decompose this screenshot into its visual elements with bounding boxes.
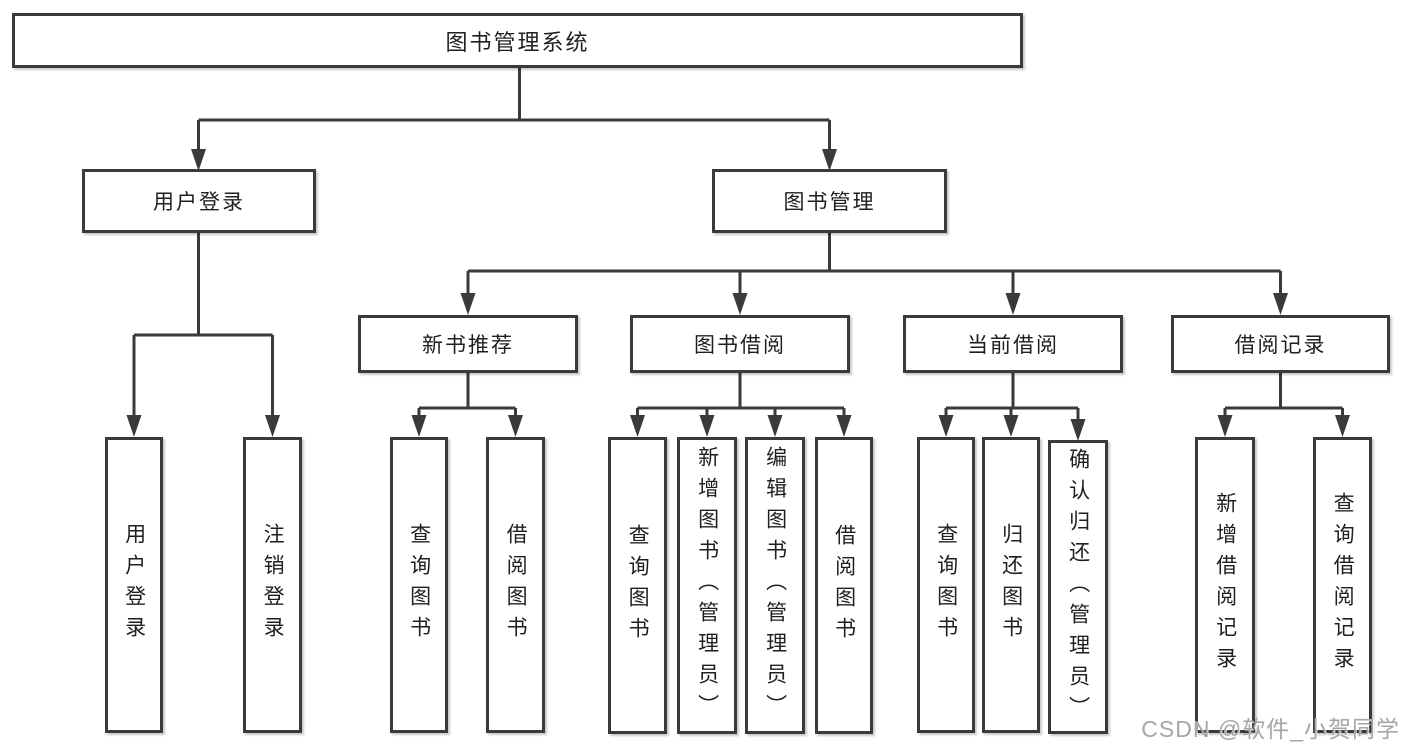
node-current-borrowing-label: 当前借阅 xyxy=(967,334,1059,357)
leaf-borrow-books-recommend: 借阅图书 xyxy=(486,437,545,733)
leaf-label: 用户登录 xyxy=(122,523,146,647)
node-book-management-label: 图书管理 xyxy=(783,191,876,214)
leaf-query-borrow-record: 查询借阅记录 xyxy=(1313,437,1372,733)
leaf-add-borrow-record: 新增借阅记录 xyxy=(1195,437,1255,733)
leaf-confirm-return-admin: 确认归还（管理员） xyxy=(1048,440,1108,734)
node-user-login: 用户登录 xyxy=(82,169,316,233)
leaf-label: 归还图书 xyxy=(999,523,1023,647)
leaf-label: 新增图书（管理员） xyxy=(695,446,719,725)
leaf-user-login: 用户登录 xyxy=(105,437,163,733)
leaf-label: 借阅图书 xyxy=(504,523,528,647)
node-root: 图书管理系统 xyxy=(12,13,1023,68)
leaf-return-books: 归还图书 xyxy=(982,437,1040,733)
leaf-label: 查询图书 xyxy=(626,523,650,648)
node-borrowing-records-label: 借阅记录 xyxy=(1234,334,1327,357)
leaf-label: 注销登录 xyxy=(261,523,285,647)
node-book-borrowing: 图书借阅 xyxy=(630,315,850,373)
node-new-book-recommendation: 新书推荐 xyxy=(358,315,578,373)
node-borrowing-records: 借阅记录 xyxy=(1171,315,1390,373)
leaf-label: 借阅图书 xyxy=(832,523,856,648)
leaf-edit-books-admin: 编辑图书（管理员） xyxy=(745,437,805,734)
node-book-management: 图书管理 xyxy=(712,169,947,233)
leaf-query-books-recommend: 查询图书 xyxy=(390,437,448,733)
csdn-watermark: CSDN @软件_小贺同学 xyxy=(1141,716,1400,742)
leaf-label: 查询借阅记录 xyxy=(1331,492,1355,678)
leaf-label: 查询图书 xyxy=(934,523,958,647)
leaf-label: 编辑图书（管理员） xyxy=(763,446,787,725)
node-new-book-recommendation-label: 新书推荐 xyxy=(422,334,514,357)
leaf-add-books-admin: 新增图书（管理员） xyxy=(677,437,737,734)
node-user-login-label: 用户登录 xyxy=(153,191,245,214)
leaf-query-books-borrowing: 查询图书 xyxy=(608,437,667,734)
leaf-label: 新增借阅记录 xyxy=(1213,492,1237,678)
leaf-borrow-books-borrowing: 借阅图书 xyxy=(815,437,873,734)
leaf-label: 查询图书 xyxy=(407,523,431,647)
leaf-logout: 注销登录 xyxy=(243,437,302,733)
node-root-label: 图书管理系统 xyxy=(445,29,590,55)
leaf-label: 确认归还（管理员） xyxy=(1066,447,1090,727)
node-current-borrowing: 当前借阅 xyxy=(903,315,1123,373)
leaf-query-books-current: 查询图书 xyxy=(917,437,975,733)
node-book-borrowing-label: 图书借阅 xyxy=(694,334,786,357)
